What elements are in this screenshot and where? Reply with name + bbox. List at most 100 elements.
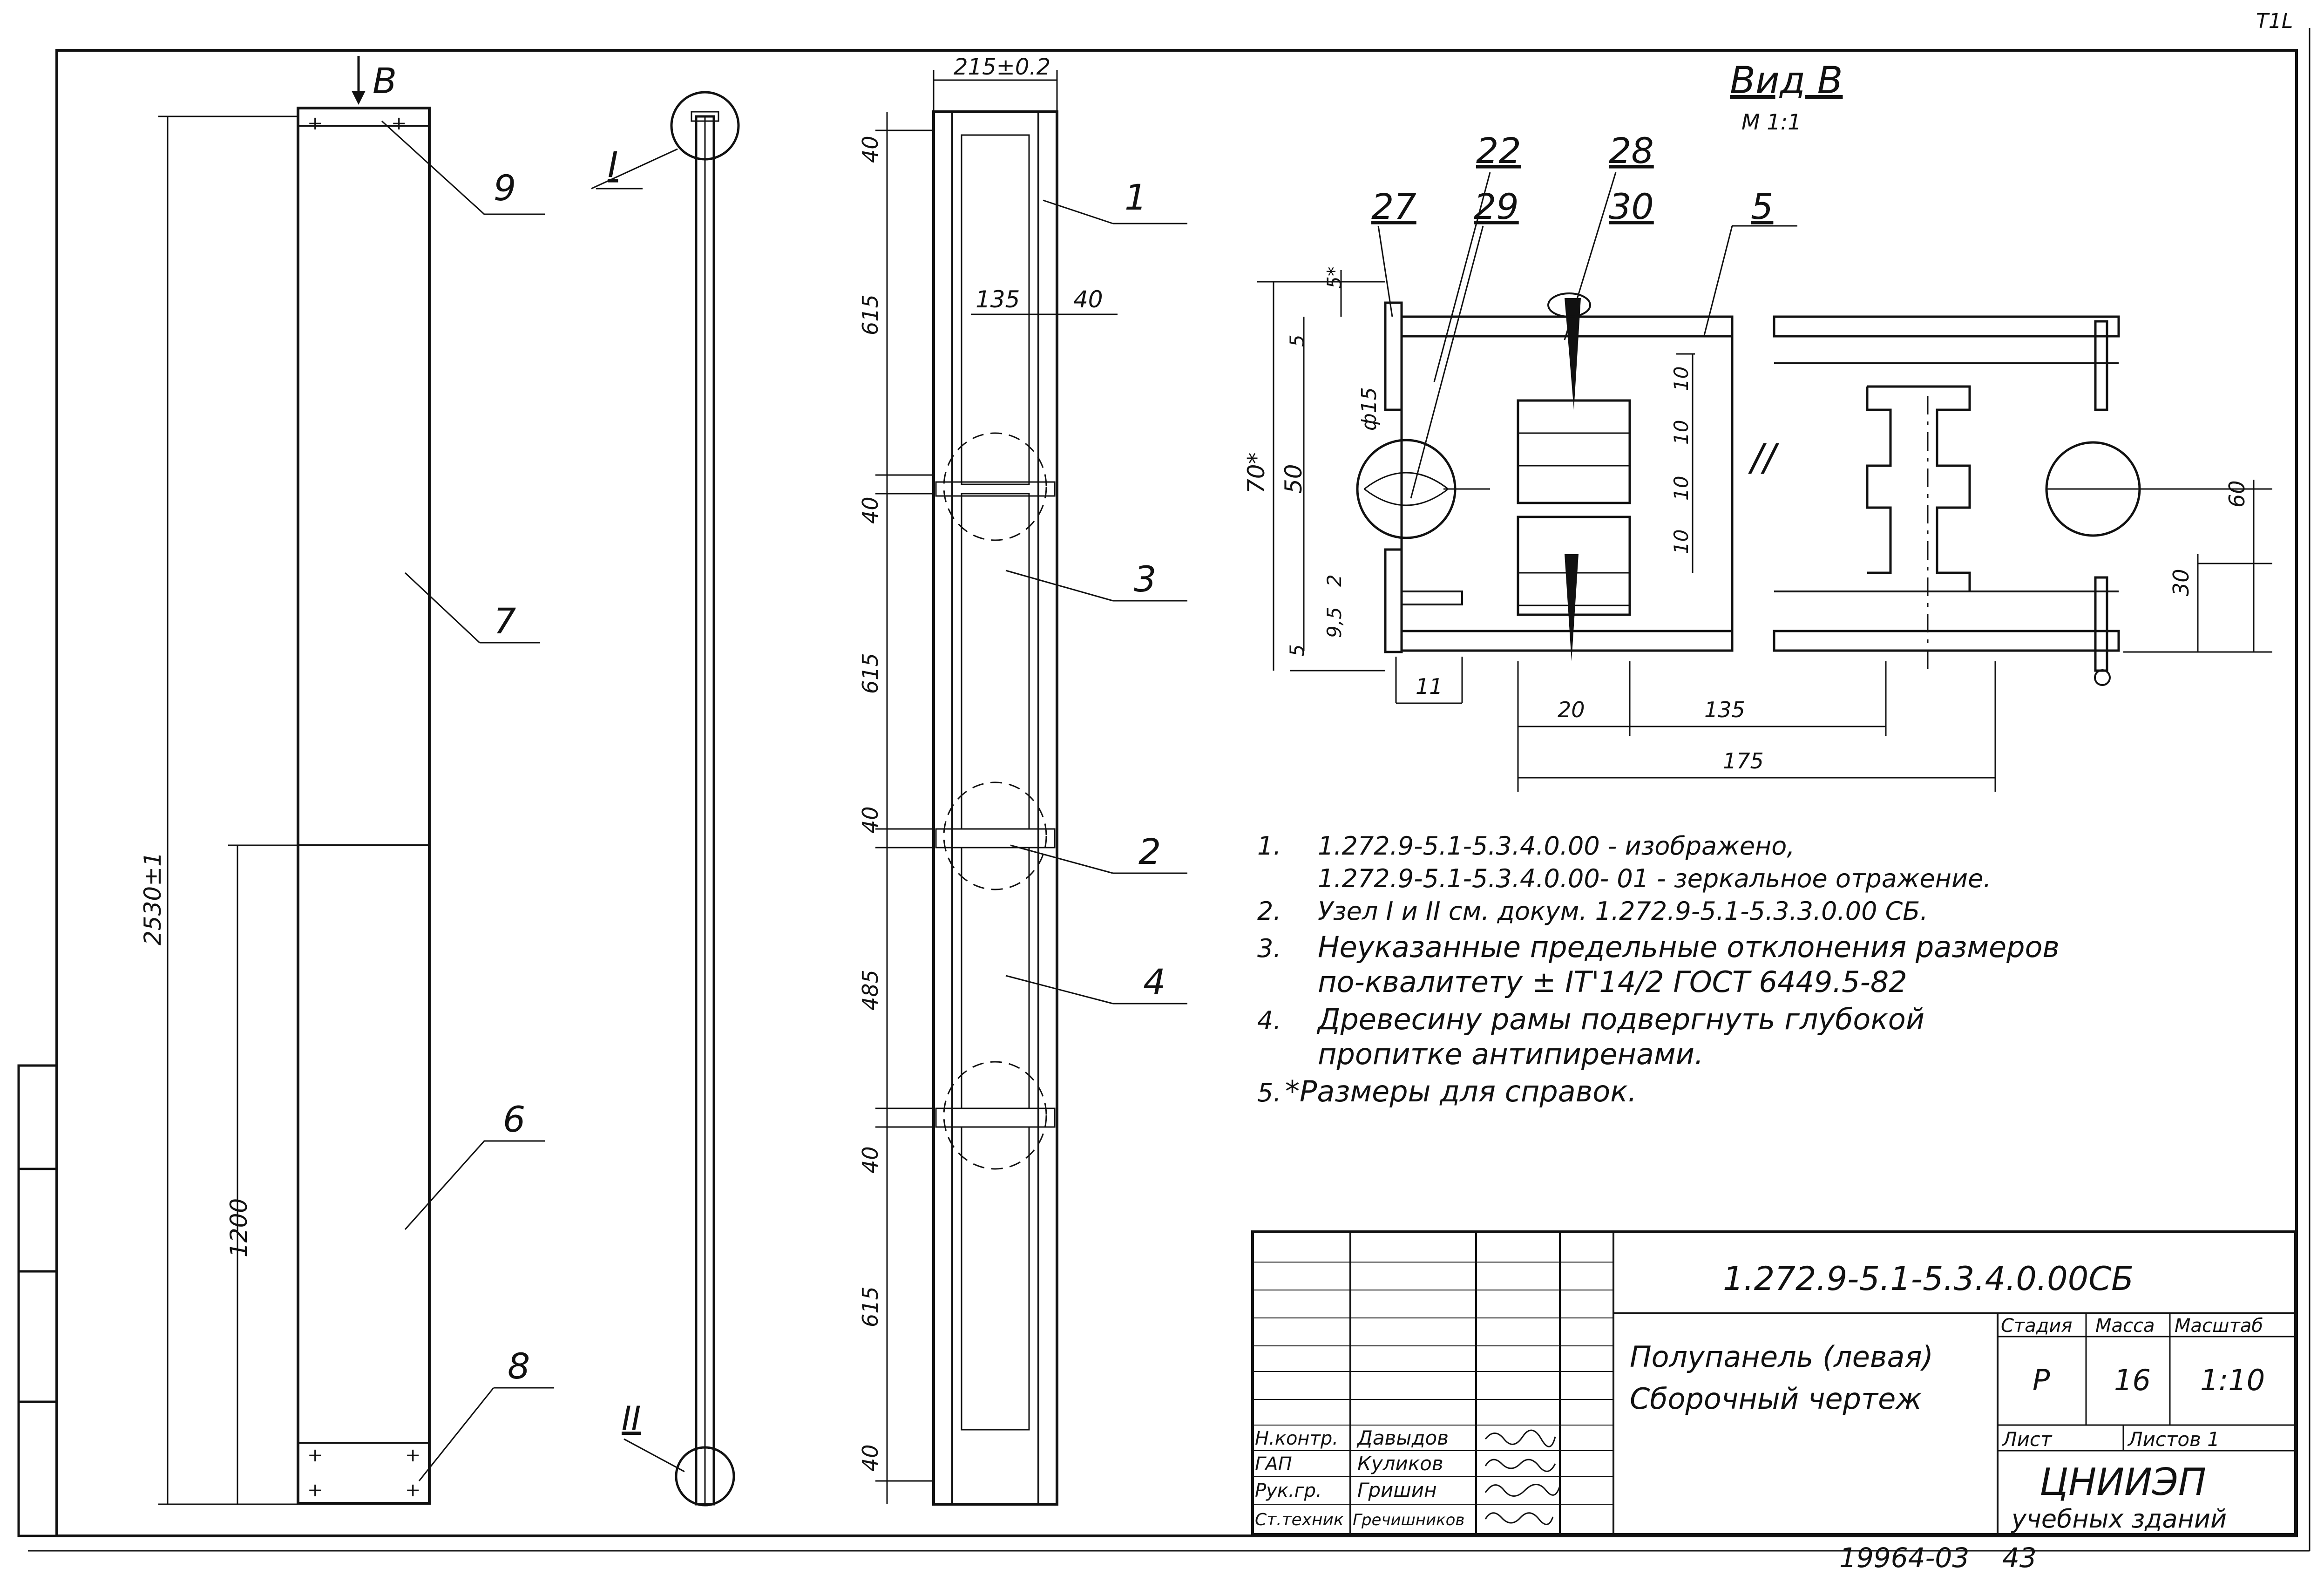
note-5-num: 5. [1257, 1078, 1281, 1107]
detail-scale: М 1:1 [1741, 109, 1801, 135]
dim-135: 135 [1704, 697, 1745, 722]
dim-phi15: ф15 [1357, 387, 1381, 431]
dim-2: 2 [1323, 574, 1346, 587]
callout-22: 22 [1476, 130, 1521, 171]
vdim-9: 40 [858, 1444, 883, 1472]
callout-2: 2 [1138, 831, 1161, 872]
sheets-label: Листов 1 [2127, 1428, 2220, 1451]
vdim-6: 485 [858, 970, 883, 1011]
main-view: В + + + + + + 2530±1 1200 9 7 6 8 [139, 56, 554, 1505]
callout-6: 6 [503, 1099, 525, 1140]
dim-10b: 10 [1670, 420, 1693, 445]
callout-1: 1 [1125, 177, 1147, 218]
role-4-name: Гречишников [1353, 1511, 1464, 1529]
title-block: 1.272.9-5.1-5.3.4.0.00СБ Полупанель (лев… [1251, 1230, 2297, 1536]
binding-stamp [17, 1064, 58, 1537]
arrow-label: В [373, 60, 397, 102]
role-1-name: Давыдов [1356, 1426, 1449, 1449]
role-3: Рук.гр. [1255, 1480, 1322, 1501]
note-1-line-2: 1.272.9-5.1-5.3.4.0.00- 01 - зеркальное … [1318, 864, 1991, 893]
note-4-line-2: пропитке антипиренами. [1318, 1037, 1704, 1071]
callout-5: 5 [1751, 186, 1773, 227]
note-1-line-1: 1.272.9-5.1-5.3.4.0.00 - изображено, [1318, 831, 1795, 861]
dim-60: 60 [2224, 480, 2249, 508]
org-line-2: учебных зданий [2011, 1504, 2227, 1534]
signature-3 [1484, 1484, 1561, 1497]
scale-value: 1:10 [2200, 1363, 2265, 1397]
mass-header: Масса [2095, 1315, 2155, 1337]
section-inner-135: 135 [976, 286, 1020, 313]
svg-text:+: + [307, 1445, 323, 1466]
dim-5star: 5* [1323, 266, 1346, 289]
footer-page: 43 [2002, 1542, 2037, 1574]
svg-text://: // [1748, 436, 1780, 479]
scale-header: Масштаб [2175, 1315, 2263, 1337]
note-4-line-1: Древесину рамы подвергнуть глубокой [1316, 1002, 1924, 1036]
stage-header: Стадия [2001, 1315, 2072, 1337]
callout-8: 8 [508, 1345, 530, 1387]
note-2-num: 2. [1257, 896, 1281, 926]
callout-4: 4 [1143, 961, 1165, 1003]
node-circle-bottom [675, 1446, 735, 1507]
svg-text:+: + [405, 1480, 421, 1501]
note-4-num: 4. [1257, 1006, 1281, 1035]
note-3-num: 3. [1257, 934, 1281, 963]
org-line-1: ЦНИИЭП [2039, 1460, 2206, 1504]
vdim-5: 40 [858, 806, 883, 834]
panel-outline [297, 107, 431, 1505]
signature-2 [1484, 1459, 1556, 1472]
callout-30: 30 [1609, 186, 1654, 227]
callout-3: 3 [1134, 558, 1156, 600]
lower-dim: 1200 [225, 1198, 252, 1257]
detail-title: Вид В [1730, 59, 1843, 102]
dim-20: 20 [1558, 697, 1585, 722]
note-3-line-2: по-квалитету ± IT'14/2 ГОСТ 6449.5-82 [1318, 965, 1907, 999]
section-view: 215±0.2 135 40 40 615 40 615 40 485 40 6… [858, 54, 1187, 1506]
signature-4 [1484, 1512, 1554, 1525]
callout-9: 9 [494, 167, 516, 209]
node-label-bottom: II [622, 1399, 641, 1438]
dim-5a: 5 [1286, 334, 1308, 347]
section-width-dim: 215±0.2 [954, 54, 1050, 80]
dim-11: 11 [1416, 674, 1443, 699]
role-2: ГАП [1255, 1453, 1292, 1475]
callout-27: 27 [1371, 186, 1416, 227]
dim-30: 30 [2168, 569, 2194, 596]
svg-text:+: + [391, 113, 407, 134]
note-2-line-1: Узел I и II см. докум. 1.272.9-5.1-5.3.3… [1318, 896, 1928, 926]
signature-1 [1484, 1429, 1556, 1447]
role-4: Ст.техник [1255, 1510, 1344, 1529]
vdim-8: 615 [858, 1286, 883, 1327]
svg-text:+: + [307, 113, 323, 134]
role-2-name: Куликов [1357, 1452, 1443, 1475]
footer-code: 19964-03 [1839, 1542, 1969, 1574]
side-view: I II [591, 91, 740, 1507]
dim-9-5: 9,5 [1323, 607, 1346, 638]
vdim-1: 40 [858, 136, 883, 163]
notes: 1. 1.272.9-5.1-5.3.4.0.00 - изображено, … [1257, 831, 2060, 1108]
vdim-3: 40 [858, 496, 883, 524]
node-circle-top [670, 91, 740, 161]
vdim-2: 615 [858, 294, 883, 335]
callout-7: 7 [494, 600, 516, 642]
dim-5b: 5 [1286, 644, 1308, 657]
dim-50: 50 [1280, 464, 1307, 494]
dim-10c: 10 [1670, 476, 1693, 501]
mass-value: 16 [2114, 1363, 2151, 1397]
callout-28: 28 [1609, 130, 1654, 171]
note-3-line-1: Неуказанные предельные отклонения размер… [1318, 930, 2060, 964]
vdim-7: 40 [858, 1146, 883, 1174]
svg-text:+: + [405, 1445, 421, 1466]
role-1: Н.контр. [1255, 1428, 1338, 1449]
role-3-name: Гришин [1357, 1479, 1437, 1501]
section-inner-40: 40 [1073, 286, 1103, 313]
dim-70star: 70* [1243, 452, 1270, 494]
dim-175: 175 [1723, 748, 1764, 774]
doc-code: 1.272.9-5.1-5.3.4.0.00СБ [1723, 1260, 2134, 1298]
svg-text:+: + [307, 1480, 323, 1501]
dim-10a: 10 [1670, 367, 1693, 391]
detail-view: Вид В М 1:1 27 22 29 28 30 5 // [1243, 59, 2272, 792]
note-5-line-1: *Размеры для справок. [1285, 1074, 1637, 1108]
